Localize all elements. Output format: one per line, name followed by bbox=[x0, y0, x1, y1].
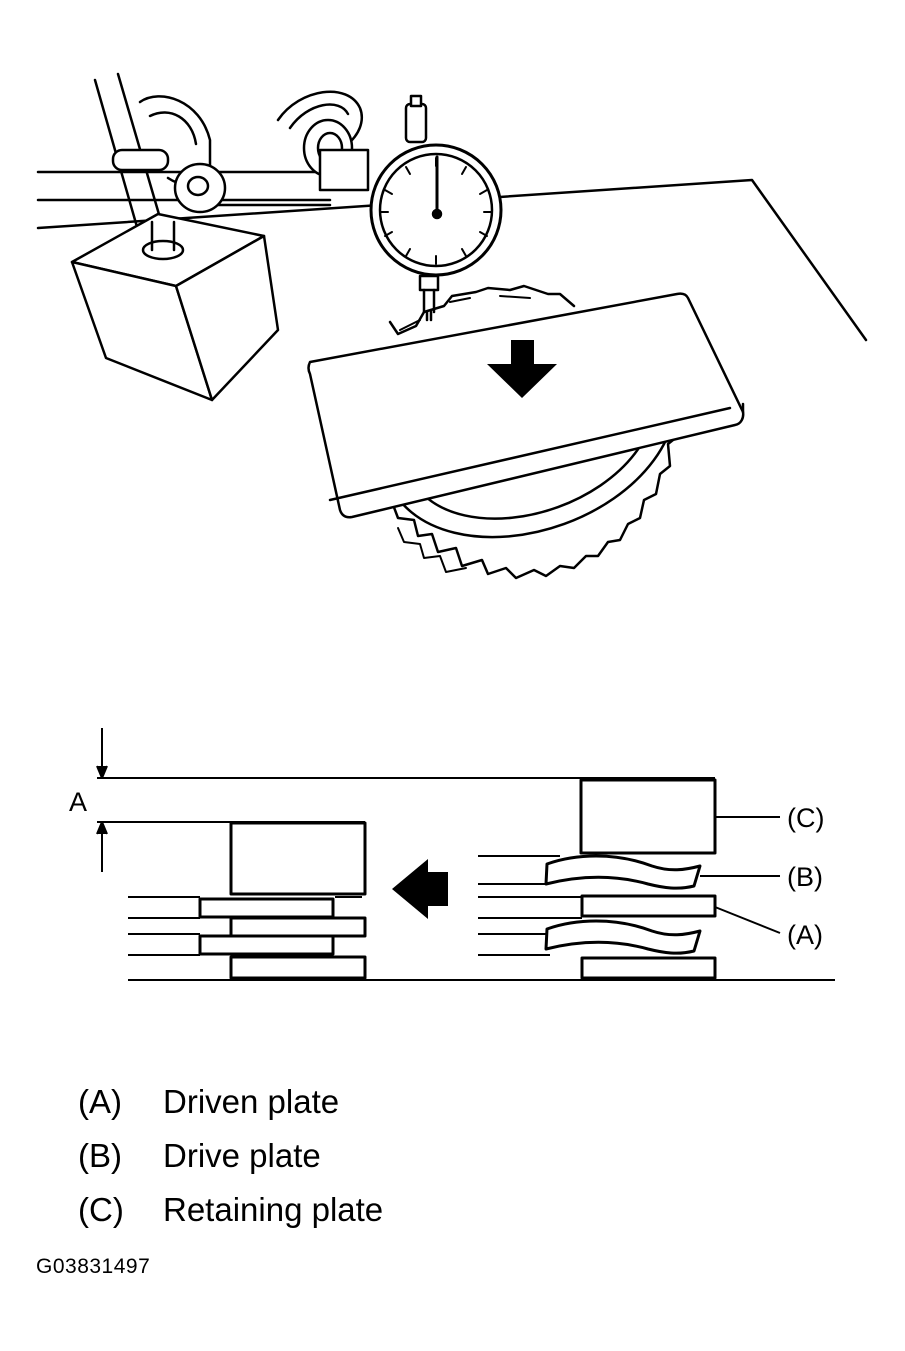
dial-tick-marks bbox=[379, 157, 493, 265]
driven-plate-lower bbox=[580, 956, 717, 980]
callout-c-label: (C) bbox=[787, 803, 824, 833]
clearance-section-diagram: A (C) (B) (A) bbox=[69, 728, 835, 981]
magnetic-base bbox=[70, 212, 280, 402]
swivel-joint bbox=[173, 162, 227, 214]
clamp-knob-left bbox=[111, 95, 212, 187]
drive-plate-upper bbox=[544, 854, 702, 890]
callout-a-label: (A) bbox=[787, 920, 823, 950]
legend-key: (A) bbox=[78, 1083, 122, 1120]
clamp-knob-right bbox=[276, 90, 370, 192]
free-stack bbox=[478, 778, 717, 980]
dimension-a-label: A bbox=[69, 787, 87, 817]
compressed-stack bbox=[128, 821, 367, 980]
dial-indicator bbox=[369, 94, 503, 322]
drive-plate-lower bbox=[544, 919, 702, 955]
legend-text: Drive plate bbox=[163, 1137, 321, 1174]
driven-plate-upper bbox=[580, 894, 717, 918]
compression-arrow bbox=[392, 859, 448, 919]
legend-key: (B) bbox=[78, 1137, 122, 1174]
dimension-a-indicator bbox=[96, 728, 108, 872]
retaining-plate-compressed bbox=[229, 821, 367, 896]
figure-code: G03831497 bbox=[36, 1255, 151, 1278]
callout-leaders bbox=[700, 816, 781, 934]
dial-gauge-illustration bbox=[36, 72, 868, 580]
workbench-edge bbox=[36, 178, 868, 342]
retaining-plate-free bbox=[579, 778, 717, 855]
legend-key: (C) bbox=[78, 1191, 124, 1228]
flat-plate bbox=[307, 292, 745, 519]
legend-text: Driven plate bbox=[163, 1083, 340, 1120]
clutch-teeth bbox=[390, 434, 680, 580]
legend-text: Retaining plate bbox=[163, 1191, 384, 1228]
downward-force-arrow bbox=[487, 340, 557, 398]
callout-b-label: (B) bbox=[787, 862, 823, 892]
